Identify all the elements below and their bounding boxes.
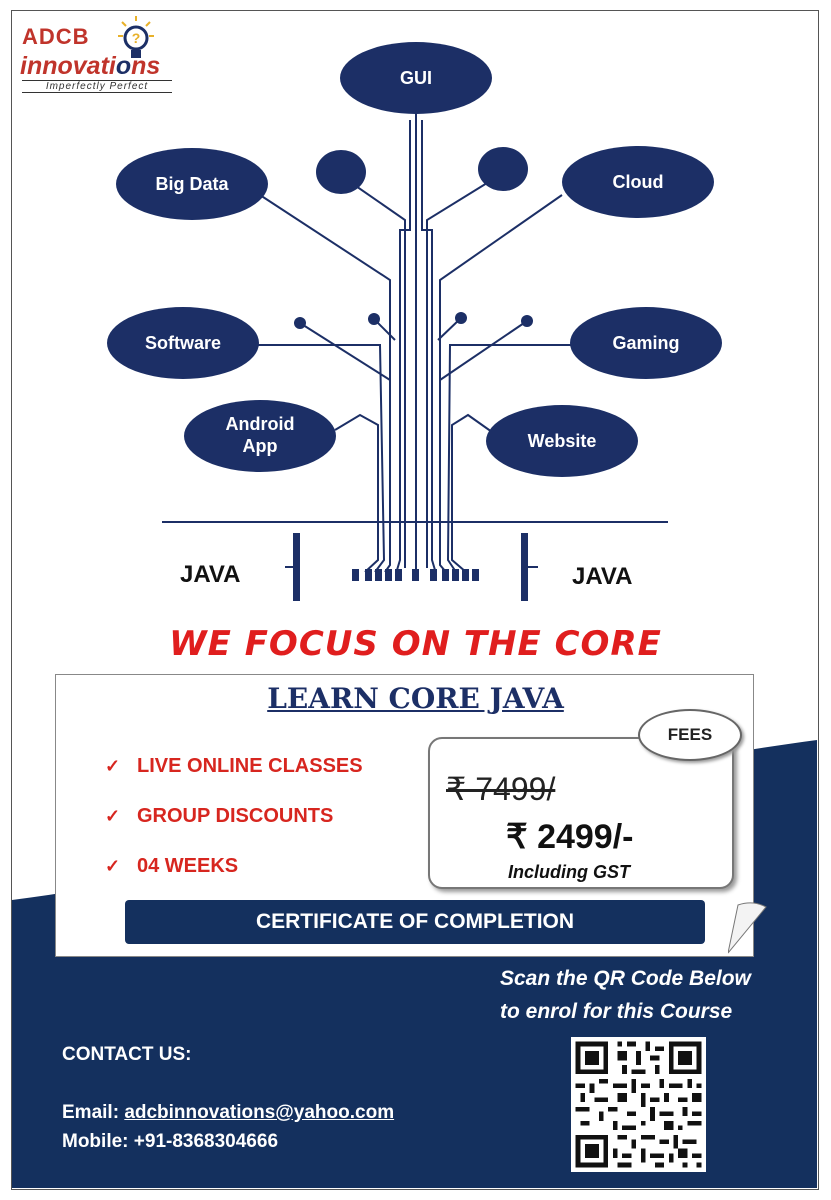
node-website: Website xyxy=(527,431,597,451)
logo-adcb: ADCB xyxy=(22,24,90,49)
certificate-banner: CERTIFICATE OF COMPLETION xyxy=(125,900,705,944)
page-curl xyxy=(728,902,767,954)
node-software: Software xyxy=(144,333,222,353)
feature-item: ✓04 WEEKS xyxy=(105,855,239,877)
email-link[interactable]: adcbinnovations@yahoo.com xyxy=(124,1102,395,1123)
contact-email: Email: adcbinnovations@yahoo.com xyxy=(62,1102,395,1123)
node-gui: GUI xyxy=(399,68,432,88)
node-gaming: Gaming xyxy=(612,333,680,353)
feature-item: ✓LIVE ONLINE CLASSES xyxy=(105,755,363,777)
contact-mobile: Mobile: +91-8368304666 xyxy=(62,1131,279,1152)
java-right-label: JAVA xyxy=(572,563,633,590)
logo-innovations: innovations xyxy=(20,52,161,80)
node-big-data: Big Data xyxy=(155,174,229,194)
feature-item: ✓GROUP DISCOUNTS xyxy=(105,805,334,827)
checkmark-icon: ✓ xyxy=(105,856,121,876)
checkmark-icon: ✓ xyxy=(105,806,121,826)
old-price: ₹ 7499/ xyxy=(446,771,556,807)
contact-heading: CONTACT US: xyxy=(62,1044,192,1065)
lightbulb-question-icon: ? xyxy=(118,16,154,67)
course-title: LEARN CORE JAVA xyxy=(267,682,564,715)
node-android-app: Android App xyxy=(225,414,295,456)
node-cloud: Cloud xyxy=(612,172,664,192)
java-tree-diagram xyxy=(107,42,722,601)
qr-code-icon[interactable] xyxy=(571,1037,706,1172)
java-left-label: JAVA xyxy=(180,561,241,588)
fees-badge: FEES xyxy=(638,709,742,761)
headline: WE FOCUS ON THE CORE xyxy=(169,624,662,664)
checkmark-icon: ✓ xyxy=(105,756,121,776)
enrol-instructions: Scan the QR Code Below to enrol for this… xyxy=(500,967,751,1023)
fees-box xyxy=(428,737,734,889)
price-note: Including GST xyxy=(508,862,630,882)
logo-tagline: Imperfectly Perfect xyxy=(22,80,172,93)
new-price: ₹ 2499/- xyxy=(506,818,634,856)
svg-text:?: ? xyxy=(132,30,141,46)
